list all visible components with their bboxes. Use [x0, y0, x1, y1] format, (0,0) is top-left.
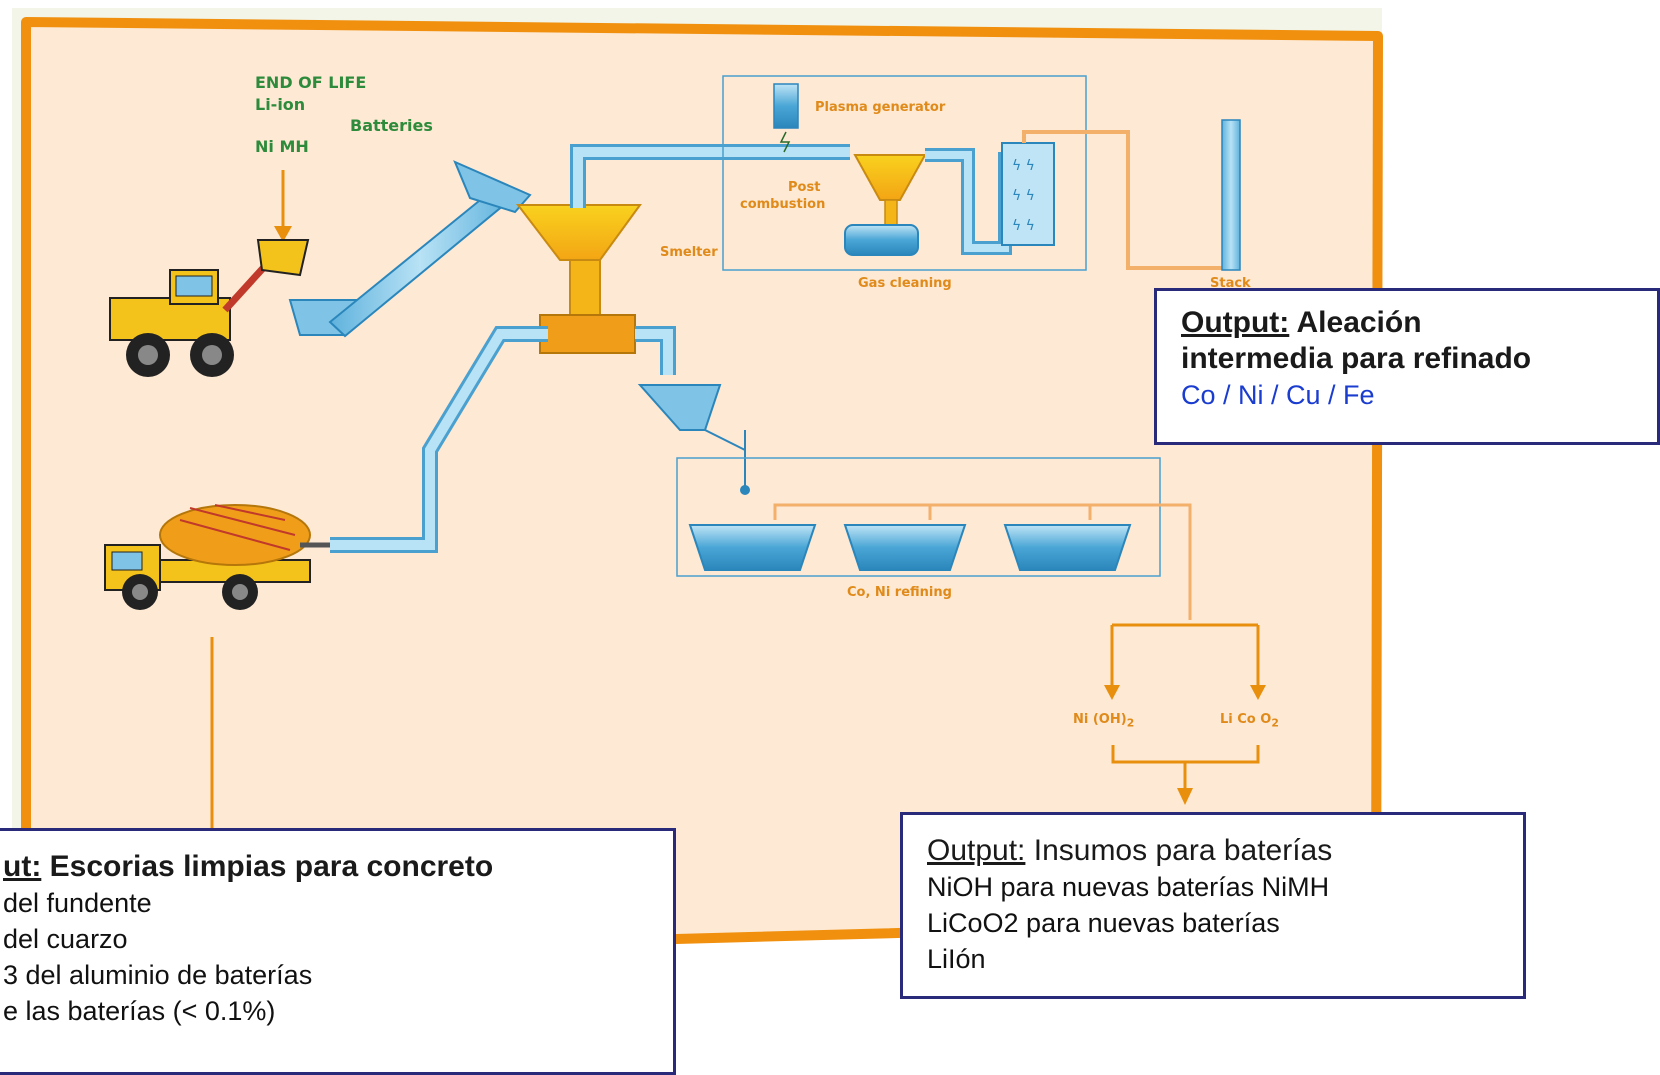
spark-icon — [779, 131, 791, 153]
wheel-loader-icon — [109, 239, 310, 377]
eol-label-batteries: Batteries — [350, 116, 433, 135]
output-battery-title: Output: Insumos para baterías — [927, 833, 1523, 869]
post-label: Post — [788, 180, 821, 195]
stack-label: Stack — [1210, 276, 1251, 291]
refining-tank — [688, 524, 817, 571]
output-slag-line: 3 del aluminio de baterías — [3, 960, 313, 990]
plasma-generator-label: Plasma generator — [815, 100, 946, 115]
eol-label-liion: Li-ion — [255, 95, 306, 114]
plasma-generator-unit — [773, 83, 799, 129]
product-merge-lines — [1111, 745, 1260, 790]
output-slag-box: ut: Escorias limpias para concreto del f… — [0, 828, 676, 1075]
post-combustion-funnel — [853, 154, 927, 201]
output-slag-prefix: ut: — [3, 850, 42, 883]
product-split-lines — [1110, 623, 1260, 685]
svg-text:ϟ ϟ: ϟ ϟ — [1012, 188, 1035, 204]
arrowhead — [1104, 685, 1120, 700]
output-battery-prefix: Output: — [927, 834, 1026, 867]
output-battery-line: LiIón — [927, 944, 986, 974]
licoo2-text: Li Co O — [1220, 712, 1272, 727]
output-slag-title: ut: Escorias limpias para concreto — [3, 849, 673, 885]
output-slag-line: del cuarzo — [3, 924, 128, 954]
arrowhead — [1177, 788, 1193, 805]
nioh-subscript: 2 — [1126, 716, 1135, 730]
eol-label-line1: END OF LIFE — [255, 73, 367, 92]
licoo2-label: Li Co O2 — [1220, 712, 1279, 730]
svg-text:ϟ ϟ: ϟ ϟ — [1012, 158, 1035, 174]
licoo2-subscript: 2 — [1271, 716, 1279, 730]
output-alloy-title-rest: Aleación — [1289, 306, 1422, 339]
output-battery-box: Output: Insumos para baterías NiOH para … — [900, 812, 1526, 999]
output-alloy-title-line2: intermedia para refinado — [1181, 342, 1532, 375]
eol-arrowhead — [274, 226, 292, 242]
output-alloy-detail: Co / Ni / Cu / Fe — [1181, 380, 1375, 410]
feed-chute — [453, 160, 532, 214]
settling-drum — [844, 224, 919, 256]
output-battery-line: LiCoO2 para nuevas baterías — [927, 908, 1280, 938]
smelter-label: Smelter — [660, 245, 718, 260]
output-battery-line: NiOH para nuevas baterías NiMH — [927, 872, 1330, 902]
refining-tank — [1003, 524, 1132, 571]
output-slag-line: e las baterías (< 0.1%) — [3, 996, 276, 1026]
nioh-label: Ni (OH)2 — [1073, 712, 1134, 730]
stack-chimney — [1221, 119, 1241, 271]
offgas-pipe-inner — [573, 147, 850, 208]
output-alloy-box: Output: Aleación intermedia para refinad… — [1154, 288, 1660, 445]
refining-line — [773, 503, 1192, 620]
refining-label: Co, Ni refining — [847, 585, 952, 600]
svg-text:ϟ ϟ: ϟ ϟ — [1012, 218, 1035, 234]
electrostatic-filter — [1001, 142, 1055, 246]
eol-label-nimh: Ni MH — [255, 137, 309, 156]
nioh-text: Ni (OH) — [1073, 712, 1127, 727]
smelter-funnel — [515, 204, 642, 354]
arrowhead — [1250, 685, 1266, 700]
combustion-label: combustion — [740, 197, 826, 212]
gas-cleaning-label: Gas cleaning — [858, 276, 952, 291]
gas-cleaning-box — [722, 75, 1087, 271]
concrete-truck-icon — [104, 504, 330, 610]
refining-tank — [843, 524, 967, 571]
output-battery-title-rest: Insumos para baterías — [1025, 834, 1333, 867]
output-slag-line: del fundente — [3, 888, 152, 918]
output-alloy-prefix: Output: — [1181, 306, 1290, 339]
output-slag-title-rest: Escorias limpias para concreto — [41, 850, 494, 883]
refining-box — [676, 457, 1161, 577]
output-alloy-title: Output: Aleación — [1181, 305, 1657, 341]
